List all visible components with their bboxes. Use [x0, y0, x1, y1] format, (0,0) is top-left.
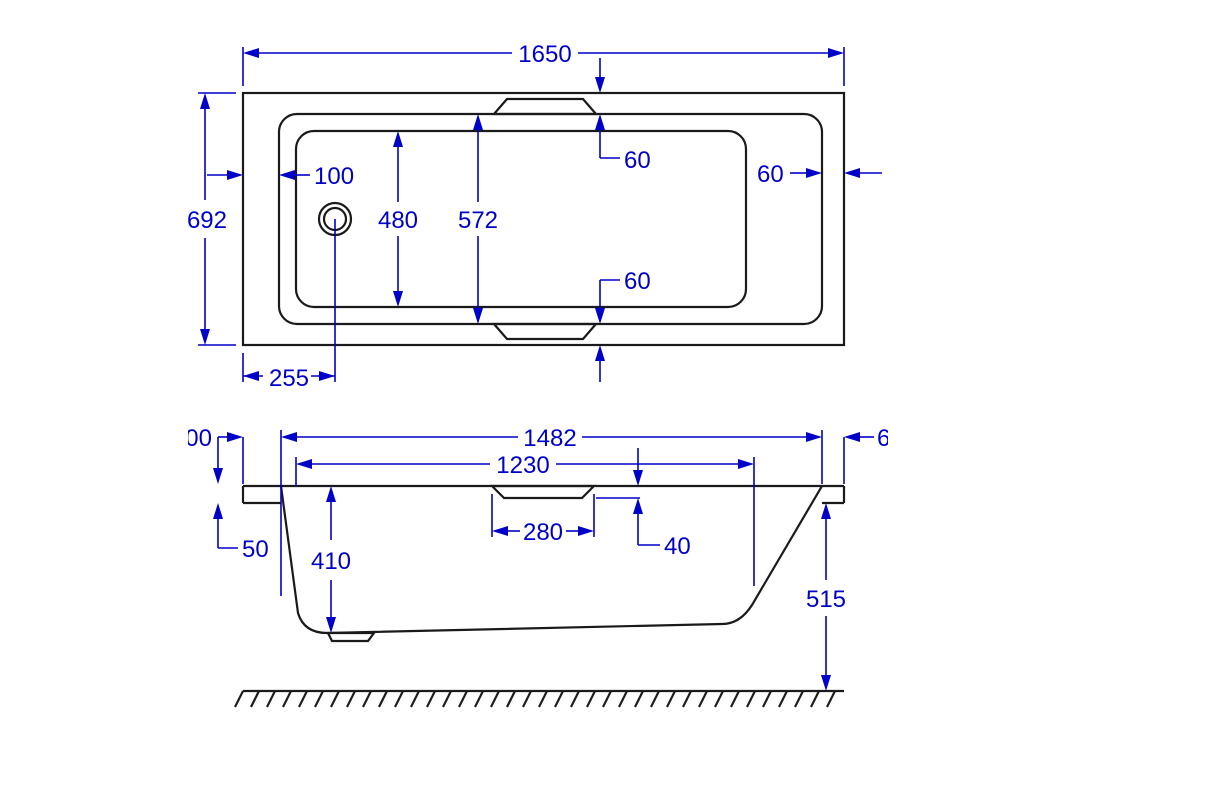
floor-hatch-tick [586, 690, 596, 708]
dim-rim-to-rim: 572 [458, 114, 498, 324]
floor-hatch-tick [522, 690, 532, 708]
dim-headrest-width: 280 [491, 494, 595, 546]
floor-hatch-tick [730, 690, 740, 708]
label-waste-position: 255 [269, 365, 309, 392]
floor-hatch-tick [506, 690, 516, 708]
label-bottom-rim: 60 [624, 268, 651, 295]
floor-hatch-tick [474, 690, 484, 708]
label-rim-offset-right: 6 [877, 425, 890, 452]
floor-hatch-tick [314, 690, 324, 708]
dim-overall-length: 1650 [242, 41, 845, 86]
floor-hatch-tick [282, 690, 292, 708]
label-top-length: 1482 [523, 425, 576, 452]
floor-hatch-tick [618, 690, 628, 708]
label-headrest-depth: 40 [664, 533, 691, 560]
floor-hatch-tick [250, 690, 260, 708]
floor-hatch-tick [778, 690, 788, 708]
dim-total-height: 515 [806, 503, 846, 691]
floor-hatch-tick [634, 690, 644, 708]
bath-basin [294, 129, 748, 309]
floor-hatch-tick [378, 690, 388, 708]
side-outline [241, 484, 846, 643]
dim-bottom-length: 1230 [295, 452, 755, 586]
label-overall-width: 692 [187, 207, 227, 234]
floor-hatch-tick [346, 690, 356, 708]
floor-hatch-tick [698, 690, 708, 708]
label-end-rim: 60 [757, 161, 784, 188]
label-inner-depth: 410 [311, 548, 351, 575]
label-rim-to-rim: 572 [458, 207, 498, 234]
floor-hatch-tick [458, 690, 468, 708]
floor-hatch-tick [330, 690, 340, 708]
floor-hatching [234, 689, 844, 708]
dim-end-rim: 60 [757, 161, 882, 188]
floor-hatch-tick [298, 690, 308, 708]
dim-rim-offset-left: 00 [185, 425, 244, 484]
side-view: 1482 1230 00 [185, 425, 890, 708]
foot-support [326, 631, 377, 643]
floor-hatch-tick [538, 690, 548, 708]
dim-headrest-depth: 40 [596, 448, 691, 560]
dim-top-length: 1482 [280, 425, 823, 596]
floor-hatch-tick [490, 690, 500, 708]
floor-hatch-tick [810, 690, 820, 708]
floor-hatch-tick [554, 690, 564, 708]
floor-hatch-tick [762, 690, 772, 708]
floor-hatch-tick [442, 690, 452, 708]
label-inner-width: 480 [378, 207, 418, 234]
floor-hatch-tick [682, 690, 692, 708]
label-rim-offset-left: 00 [185, 425, 212, 452]
headrest-bottom [491, 322, 599, 341]
dim-waste-position: 255 [242, 219, 336, 392]
label-top-rim: 60 [624, 147, 651, 174]
label-waste-offset: 100 [314, 163, 354, 190]
floor-hatch-tick [410, 690, 420, 708]
floor-hatch-tick [826, 690, 836, 708]
floor-hatch-tick [362, 690, 372, 708]
floor-hatch-tick [570, 690, 580, 708]
headrest-top [491, 97, 599, 116]
floor-hatch-tick [650, 690, 660, 708]
floor-hatch-tick [234, 690, 244, 708]
dim-waste-offset: 100 [207, 163, 354, 190]
label-total-height: 515 [806, 586, 846, 613]
dim-overall-width: 692 [187, 92, 236, 346]
floor-hatch-tick [666, 690, 676, 708]
plan-view: 1650 692 100 480 [187, 41, 882, 392]
floor-hatch-tick [426, 690, 436, 708]
dim-rim-thickness: 50 [213, 503, 269, 563]
dim-rim-offset-right: 6 [843, 425, 890, 484]
plan-outline [241, 91, 846, 347]
bath-outer-rim [241, 91, 846, 347]
floor-hatch-tick [266, 690, 276, 708]
floor-hatch-tick [714, 690, 724, 708]
floor-hatch-tick [794, 690, 804, 708]
bath-body-profile [279, 485, 823, 635]
label-overall-length: 1650 [518, 41, 571, 68]
label-bottom-length: 1230 [496, 452, 549, 479]
dim-inner-depth: 410 [311, 486, 351, 633]
dim-top-rim: 60 [595, 58, 651, 174]
dim-bottom-rim: 60 [595, 268, 651, 382]
floor-hatch-tick [602, 690, 612, 708]
dim-inner-width: 480 [378, 131, 418, 307]
label-rim-thickness: 50 [242, 536, 269, 563]
floor-hatch-tick [746, 690, 756, 708]
label-headrest-width: 280 [523, 519, 563, 546]
headrest-side [489, 484, 597, 500]
bath-inner-rim [277, 112, 824, 326]
floor-hatch-tick [394, 690, 404, 708]
